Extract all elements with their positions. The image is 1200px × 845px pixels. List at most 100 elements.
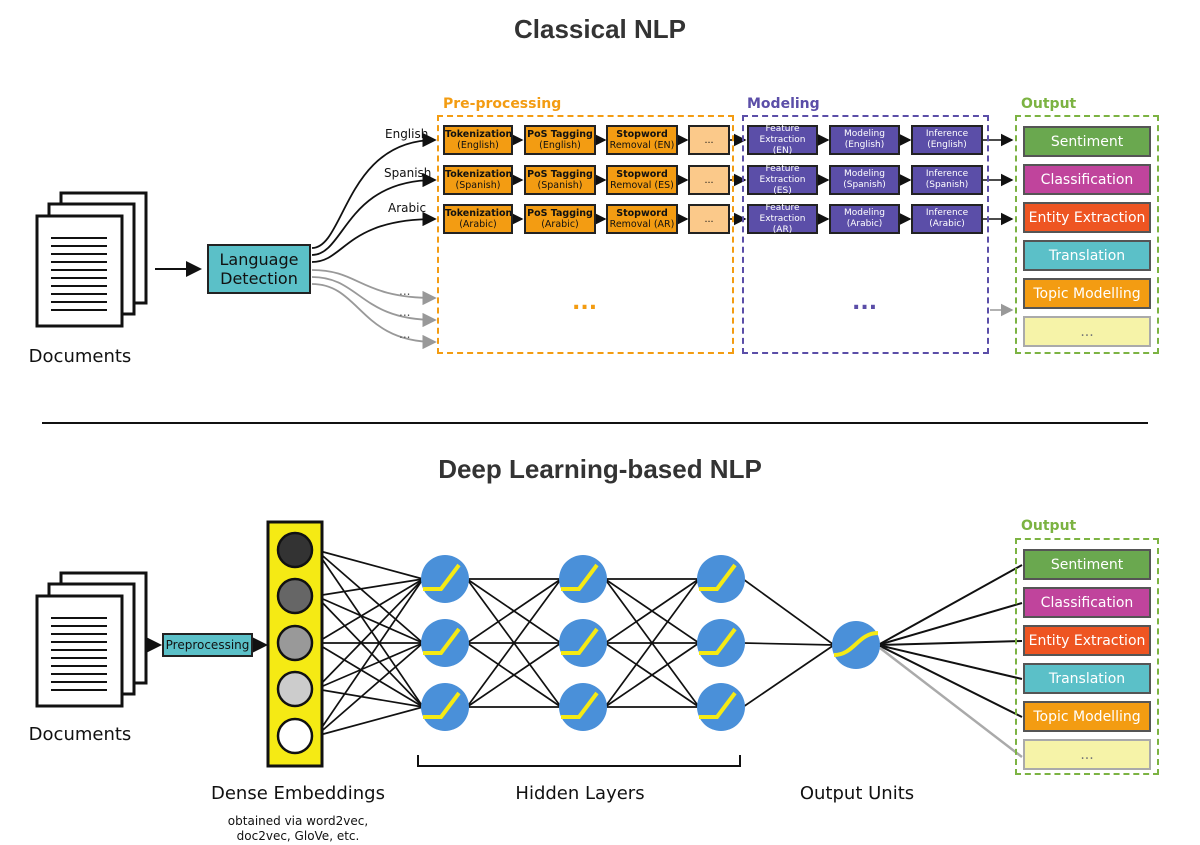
embedding-unit-4 [276, 670, 314, 708]
tok-es-name: Tokenization [445, 169, 513, 180]
more-ar: ... [704, 213, 714, 225]
hidden-neuron-3-1 [697, 555, 745, 603]
feat-ar-1: Feature [765, 202, 800, 213]
model-ar-1: Modeling [844, 208, 885, 218]
section-divider [42, 422, 1148, 424]
inf-es-2: (Spanish) [925, 180, 969, 190]
classical-output-sentiment: Sentiment [1023, 126, 1151, 157]
hidden-layers-label: Hidden Layers [515, 783, 645, 804]
inference-arabic-box: Inference(Arabic) [911, 204, 983, 234]
pos-en-lang: (English) [539, 140, 581, 151]
tok-ar-name: Tokenization [445, 208, 513, 219]
hidden-neuron-3-3 [697, 683, 745, 731]
classical-nlp-title: Classical NLP [514, 14, 686, 44]
hidden-neuron-2-3 [559, 683, 607, 731]
more-steps-english-box: ... [688, 125, 730, 155]
language-detection-box: Language Detection [207, 244, 311, 294]
inf-ar-2: (Arabic) [929, 219, 965, 229]
classical-output-title: Output [1021, 96, 1077, 112]
deep-output-sentiment: Sentiment [1023, 549, 1151, 580]
more-en: ... [704, 134, 714, 146]
inference-english-box: Inference(English) [911, 125, 983, 155]
pos-ar-lang: (Arabic) [541, 219, 579, 230]
embedding-unit-2 [276, 577, 314, 615]
tok-es-lang: (Spanish) [455, 180, 501, 191]
classical-output-topic-modelling: Topic Modelling [1023, 278, 1151, 309]
tokenization-english-box: Tokenization(English) [443, 125, 513, 155]
pos-ar-name: PoS Tagging [527, 208, 593, 219]
classical-output-section [1015, 115, 1159, 354]
deep-output-classification: Classification [1023, 587, 1151, 618]
stop-en-lang: Removal (EN) [609, 140, 675, 151]
stop-es-lang: Removal (ES) [610, 180, 674, 191]
modeling-section [742, 115, 989, 354]
tokenization-arabic-box: Tokenization(Arabic) [443, 204, 513, 234]
deep-output-entity-extraction: Entity Extraction [1023, 625, 1151, 656]
pos-tagging-spanish-box: PoS Tagging(Spanish) [524, 165, 596, 195]
more-steps-arabic-box: ... [688, 204, 730, 234]
preprocessing-section [437, 115, 734, 354]
feat-en-1: Feature [765, 123, 800, 134]
language-detection-line1: Language [219, 250, 299, 269]
branch-label-english: English [385, 127, 429, 141]
deep-output-topic-modelling: Topic Modelling [1023, 701, 1151, 732]
stop-ar-name: Stopword [616, 208, 668, 219]
preprocessing-box: Preprocessing [162, 633, 253, 657]
deep-output-translation: Translation [1023, 663, 1151, 694]
modeling-ellipsis: ... [852, 290, 878, 315]
hidden-neuron-3-2 [697, 619, 745, 667]
deep-output-more: ... [1023, 739, 1151, 770]
feat-ar-2: Extraction (AR) [759, 213, 806, 235]
tok-ar-lang: (Arabic) [459, 219, 497, 230]
embedding-unit-3 [276, 624, 314, 662]
stop-en-name: Stopword [616, 129, 668, 140]
language-detection-line2: Detection [220, 269, 298, 288]
feat-en-2: Extraction (EN) [759, 134, 806, 156]
deep-documents-label: Documents [28, 724, 132, 745]
hidden-neuron-1-1 [421, 555, 469, 603]
model-es-2: (Spanish) [843, 180, 886, 190]
inf-es-1: Inference [925, 169, 969, 179]
output-unit-neuron [832, 621, 880, 669]
branch-label-arabic: Arabic [388, 201, 427, 215]
hidden-neuron-2-2 [559, 619, 607, 667]
tokenization-spanish-box: Tokenization(Spanish) [443, 165, 513, 195]
modeling-spanish-box: Modeling(Spanish) [829, 165, 900, 195]
pos-es-lang: (Spanish) [537, 180, 583, 191]
documents-icon [35, 191, 148, 328]
pos-es-name: PoS Tagging [527, 169, 593, 180]
inf-en-2: (English) [927, 140, 967, 150]
hidden-neuron-1-3 [421, 683, 469, 731]
modeling-title: Modeling [747, 96, 820, 112]
stop-ar-lang: Removal (AR) [609, 219, 675, 230]
classical-documents-label: Documents [28, 346, 132, 367]
classical-output-more: ... [1023, 316, 1151, 347]
branch-label-spanish: Spanish [384, 166, 432, 180]
inference-spanish-box: Inference(Spanish) [911, 165, 983, 195]
feat-es-2: Extraction (ES) [759, 174, 806, 196]
deep-output-section [1015, 538, 1159, 775]
more-es: ... [704, 174, 714, 186]
branch-ellipsis-3: ... [399, 327, 411, 341]
model-en-2: (English) [844, 140, 885, 150]
more-steps-spanish-box: ... [688, 165, 730, 195]
stop-es-name: Stopword [616, 169, 668, 180]
classical-output-translation: Translation [1023, 240, 1151, 271]
deep-output-title: Output [1021, 518, 1077, 534]
classical-output-classification: Classification [1023, 164, 1151, 195]
branch-ellipsis-2: ... [399, 305, 411, 319]
embedding-unit-1 [276, 531, 314, 569]
dense-embeddings-label: Dense Embeddings [211, 783, 385, 804]
deep-nlp-title: Deep Learning-based NLP [438, 454, 762, 484]
hidden-neuron-2-1 [559, 555, 607, 603]
dense-embeddings-note-2: doc2vec, GloVe, etc. [236, 829, 360, 843]
embedding-unit-5 [276, 717, 314, 755]
model-es-1: Modeling [844, 169, 885, 179]
